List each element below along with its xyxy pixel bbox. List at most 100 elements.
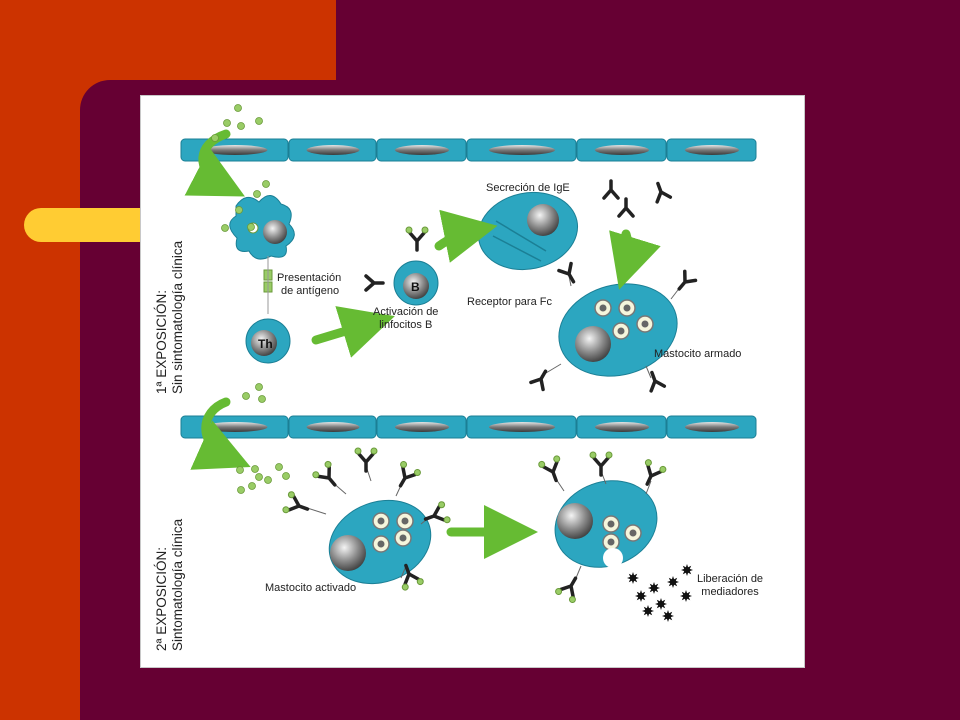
bound-antigen	[401, 583, 409, 591]
epithelial-nucleus	[685, 422, 739, 432]
epithelial-nucleus	[306, 145, 360, 155]
mediator	[662, 610, 674, 622]
dendritic-nucleus	[263, 220, 287, 244]
fc-receptor	[575, 565, 582, 579]
bound-antigen	[553, 455, 561, 463]
th-label: Th	[258, 337, 273, 351]
antigen-particle	[211, 134, 219, 142]
mast-granule-core	[377, 517, 385, 525]
antigen-particle	[255, 117, 263, 125]
epithelial-nucleus	[202, 422, 268, 432]
bound-antigen	[555, 588, 563, 596]
exposure1-title: 1ª EXPOSICIÓN:	[154, 289, 169, 394]
fc-receptor	[645, 480, 652, 495]
antibody-shape	[423, 504, 446, 522]
bound-antigen	[605, 451, 613, 459]
antigen-particle	[251, 465, 259, 473]
antibody-shape	[408, 231, 426, 252]
mast-cell-nucleus	[557, 503, 593, 539]
exposure1-subtitle: Sin sintomatología clínica	[170, 240, 185, 394]
epithelial-nucleus	[395, 145, 449, 155]
epithelial-nucleus	[489, 422, 555, 432]
ige-antibody	[649, 370, 667, 393]
activated-mast-cell	[328, 499, 432, 585]
ige-antibody	[364, 274, 385, 292]
bound-antigen	[282, 506, 290, 514]
antibody-shape	[403, 563, 421, 586]
fc-receptor	[645, 365, 652, 379]
antibody-shape	[559, 576, 578, 599]
antibody-shape	[557, 261, 576, 284]
antigen-particle	[247, 223, 255, 231]
ige-antibody	[312, 460, 337, 487]
arrows-layer	[184, 129, 661, 559]
ige-antibody	[602, 179, 620, 200]
activated-mast-cell-label: Mastocito activado	[265, 582, 357, 594]
mediator	[648, 582, 660, 594]
ige-antibody	[405, 226, 429, 252]
ige-antibody	[557, 261, 576, 284]
ige-antibody	[655, 181, 673, 204]
cells-layer: ThB	[229, 191, 693, 622]
mast-granule-core	[641, 320, 649, 328]
th-nucleus	[251, 330, 277, 356]
mast-granule-core	[607, 520, 615, 528]
bound-antigen	[443, 516, 451, 524]
mast-cell-nucleus	[330, 535, 366, 571]
bound-antigen	[413, 468, 421, 476]
antigens-layer	[211, 104, 290, 494]
armed-mast-cell-label: Mastocito armado	[654, 348, 742, 360]
exposure2-subtitle: Sintomatología clínica	[170, 518, 185, 651]
ige-antibody	[538, 455, 561, 483]
bound-antigen	[659, 465, 667, 473]
antigen-particle	[262, 180, 270, 188]
antigen-particle	[236, 466, 244, 474]
epithelium-top	[180, 138, 757, 162]
mast-cell-nucleus	[575, 326, 611, 362]
epithelium-bottom	[180, 415, 757, 439]
mast-granule-core	[401, 517, 409, 525]
mast-granule-core	[377, 540, 385, 548]
mast-granule-core	[617, 327, 625, 335]
fc-receptor-label: Receptor para Fc	[467, 296, 552, 308]
antigen-particle	[234, 104, 242, 112]
ige-antibody	[282, 491, 310, 514]
bound-antigen	[421, 226, 429, 234]
antibody-shape	[398, 465, 417, 488]
mediator	[680, 590, 692, 602]
antibodies-layer	[282, 179, 698, 604]
b-nucleus	[403, 273, 429, 299]
bound-antigen	[644, 459, 652, 467]
mediator	[642, 605, 654, 617]
antigen-particle	[255, 383, 263, 391]
bound-antigen	[538, 460, 546, 468]
antigen-particle	[264, 476, 272, 484]
plasma-cell	[477, 191, 579, 271]
antigen-presentation-label: Presentación de antígeno	[277, 272, 342, 297]
arrow-th-to-b	[311, 306, 395, 358]
bound-antigen	[589, 451, 597, 459]
ige-antibody	[354, 447, 378, 473]
ige-antibody	[401, 563, 424, 591]
exposure1-label: 1ª EXPOSICIÓN: Sin sintomatología clínic…	[154, 241, 186, 394]
mast-granule-core	[623, 304, 631, 312]
bound-antigen	[312, 471, 320, 479]
antigen-particle	[253, 190, 261, 198]
bound-antigen	[568, 596, 576, 604]
ige-antibody	[555, 576, 578, 604]
antigen-particle	[237, 122, 245, 130]
epithelial-nucleus	[489, 145, 555, 155]
bound-antigen	[324, 460, 332, 468]
mast-granule-core	[599, 304, 607, 312]
antibody-shape	[541, 460, 559, 483]
epithelial-nucleus	[395, 422, 449, 432]
antibody-shape	[316, 465, 337, 487]
bound-antigen	[438, 501, 446, 509]
degranulating-mast-cell	[554, 480, 658, 568]
bound-antigen	[416, 578, 424, 586]
armed-mast-cell	[558, 283, 678, 377]
antibody-shape	[602, 179, 620, 200]
diagram-canvas: ThB	[180, 104, 757, 622]
antigen-particle	[242, 392, 250, 400]
